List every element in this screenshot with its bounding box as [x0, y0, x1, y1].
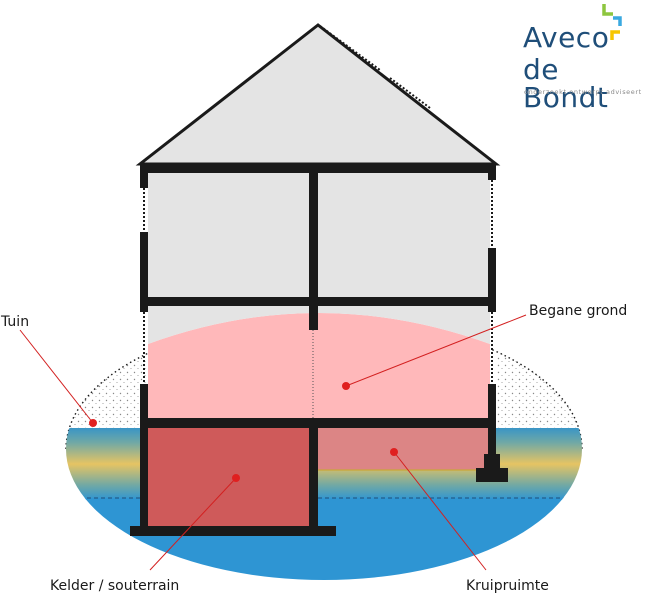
- kelder-zone: [148, 428, 309, 526]
- begane-grond-zone: [148, 313, 490, 420]
- callout-tuin: [19, 329, 97, 427]
- logo-line-1: Aveco: [523, 21, 610, 54]
- roof: [135, 23, 501, 166]
- label-begane-grond: Begane grond: [529, 303, 628, 319]
- logo-tagline: onderzoekt ontwerpt adviseert: [524, 88, 642, 96]
- label-kruipruimte: Kruipruimte: [466, 578, 549, 594]
- callout-kruipruimte: [390, 448, 487, 571]
- logo-line-2: de Bondt: [523, 53, 609, 114]
- callout-begane-grond: [342, 314, 527, 390]
- house: [135, 23, 501, 534]
- label-kelder: Kelder / souterrain: [50, 578, 180, 594]
- logo: Aveco de Bondt onderzoekt ontwerpt advis…: [522, 4, 650, 112]
- label-tuin: Tuin: [1, 314, 30, 330]
- callout-kelder: [149, 474, 240, 571]
- logo-mark-icon: [602, 4, 622, 40]
